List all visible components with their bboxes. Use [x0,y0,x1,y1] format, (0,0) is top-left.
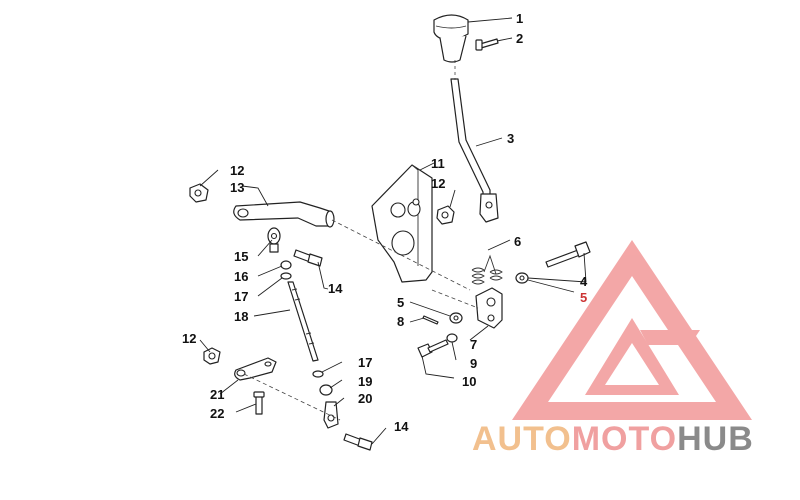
callout-12-left: 12 [230,163,244,178]
part-19-nut [319,384,333,396]
callout-4: 4 [580,274,588,289]
callout-22: 22 [210,406,224,421]
callout-6: 6 [514,234,521,249]
part-11-bracket [371,164,433,283]
watermark-logo [512,240,752,420]
callout-5-left: 5 [397,295,404,310]
callout-19: 19 [358,374,372,389]
callout-16: 16 [234,269,248,284]
callout-17-lower: 17 [358,355,372,370]
part-10-bolt [417,339,449,358]
part-12-nut-left [189,183,209,203]
callout-15: 15 [234,249,248,264]
part-4-bolt [545,241,591,268]
part-20-ball-joint [323,401,339,429]
part-15-ball-joint [267,227,281,253]
callout-7: 7 [470,337,477,352]
callout-11: 11 [431,156,445,171]
watermark-hub: HUB [677,420,754,458]
part-22-screw [253,391,265,415]
part-8-pin [422,315,439,325]
watermark-auto: AUTO [472,420,572,458]
part-16-nut [280,260,292,270]
callout-21: 21 [210,387,224,402]
part-14-bolt-lower [343,433,373,451]
leader-lines [199,17,587,445]
part-1-shift-knob [433,14,469,63]
part-21-lever [234,357,341,421]
part-14-bolt-upper [293,249,323,267]
part-2-screw [475,38,499,51]
callout-17-upper: 17 [234,289,248,304]
callout-13: 13 [230,180,244,195]
callout-1: 1 [516,11,523,26]
callout-labels: 1 2 3 11 12 12 13 6 4 5 5 8 7 9 10 15 16… [182,11,588,434]
part-12-nut-upper [436,205,455,225]
part-6-spring [471,254,503,285]
part-5-washer-left [449,312,463,324]
part-5-washer-right [515,272,529,284]
watermark-text: AUTOMOTOHUB [472,420,754,458]
part-3-shift-lever [450,60,499,223]
part-17-washer-lower [312,370,324,378]
callout-8: 8 [397,314,404,329]
callout-18: 18 [234,309,248,324]
callout-3: 3 [507,131,514,146]
part-12-nut-lower [203,347,221,365]
callout-20: 20 [358,391,372,406]
part-18-rod [287,281,319,362]
part-13-arm [233,201,471,291]
callout-14-lower: 14 [394,419,409,434]
callout-12-upper: 12 [431,176,445,191]
callout-14-upper: 14 [328,281,343,296]
callout-12-lower: 12 [182,331,196,346]
callout-2: 2 [516,31,523,46]
callout-5-right: 5 [580,290,587,305]
part-9-nut [446,333,458,343]
part-17-washer-upper [280,272,292,280]
callout-10: 10 [462,374,476,389]
watermark-moto: MOTO [572,420,677,458]
callout-9: 9 [470,356,477,371]
part-7-pivot-block [431,287,503,329]
